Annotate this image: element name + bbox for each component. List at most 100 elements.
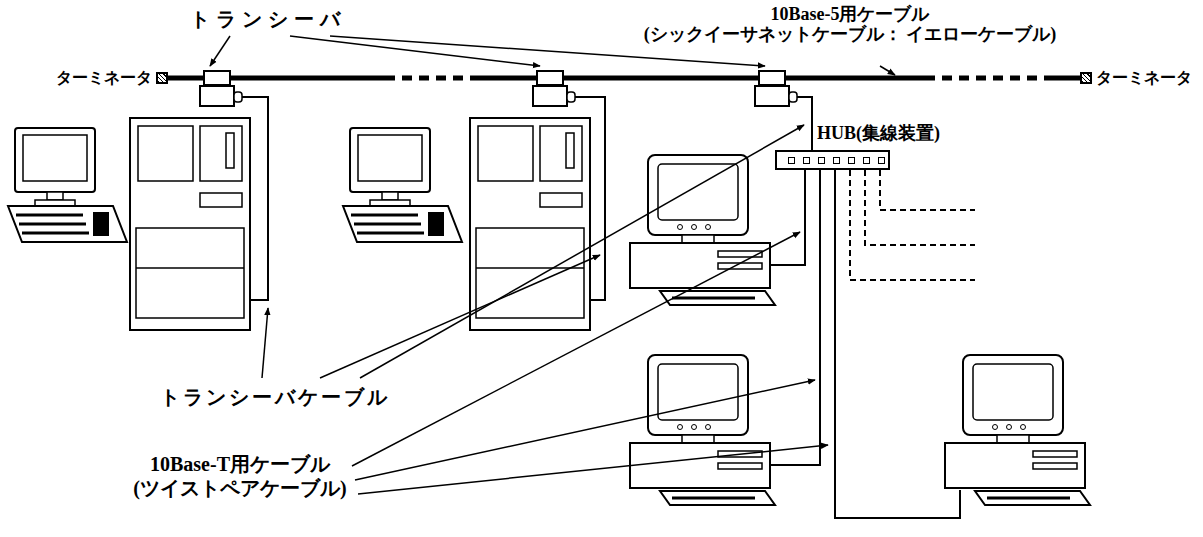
hub-port <box>878 157 885 164</box>
hub-port <box>848 157 855 164</box>
key-row <box>357 232 424 235</box>
monitor-neck <box>47 192 63 200</box>
drive-slot <box>540 193 582 207</box>
system-unit <box>630 443 770 488</box>
screen <box>973 364 1053 420</box>
terminator-label: ターミネータ <box>1096 68 1192 88</box>
tower-panel <box>540 126 582 181</box>
leader-arrow <box>880 66 895 75</box>
twisted-pair-cable <box>770 170 805 265</box>
transceiver <box>755 71 797 106</box>
transceiver-body <box>200 86 234 106</box>
cable-label: 10Base-5用ケーブル (シックイーサネットケーブル： イエローケーブル) <box>640 4 1060 44</box>
tower-panel <box>478 126 533 181</box>
tower-panel <box>138 126 193 181</box>
screen <box>23 135 87 181</box>
monitor <box>648 355 748 435</box>
transceiver <box>200 71 242 106</box>
monitor <box>350 128 430 192</box>
key-row <box>672 497 755 500</box>
twisted-pair-cable <box>835 170 960 518</box>
monitor-button <box>1007 425 1012 430</box>
monitor-button <box>993 425 998 430</box>
tower-lower <box>476 228 584 318</box>
monitor-neck <box>382 192 398 200</box>
terminator-box <box>1080 72 1092 84</box>
leader-arrow <box>358 445 828 494</box>
drive-slot <box>566 133 574 168</box>
leader-arrow <box>290 36 540 66</box>
cable-gap <box>925 71 1045 85</box>
keyboard <box>660 491 775 505</box>
hub-port <box>818 157 825 164</box>
twisted-pair-cable <box>770 170 820 465</box>
transceiver-body <box>755 86 789 106</box>
keyboard <box>8 206 127 242</box>
transceiver-plug <box>234 92 242 102</box>
monitor-button <box>692 225 697 230</box>
keyboard <box>975 491 1090 505</box>
leader-arrow <box>352 232 800 466</box>
key-row <box>987 497 1070 500</box>
monitor-neck <box>997 435 1029 443</box>
part-label: トランシーバ <box>190 6 390 32</box>
workstation <box>343 118 590 330</box>
monitor-neck <box>682 435 714 443</box>
monitor-button <box>692 425 697 430</box>
system-unit <box>945 443 1085 488</box>
terminator: ターミネータ <box>56 68 168 88</box>
drive-slot <box>718 463 762 469</box>
drive-slot <box>1033 451 1077 457</box>
hub-box: HUB(集線装置) <box>775 150 890 170</box>
system-unit <box>630 243 770 288</box>
drive-slot <box>200 193 242 207</box>
personal-computer <box>945 355 1090 505</box>
key-row <box>22 232 89 235</box>
key-row <box>354 223 421 226</box>
tower-line <box>136 267 244 269</box>
cable-gap <box>385 71 480 85</box>
terminator: ターミネータ <box>1080 68 1192 88</box>
keypad <box>428 212 444 236</box>
personal-computer <box>630 355 775 505</box>
monitor-button <box>678 425 683 430</box>
twisted-pair-cable <box>865 170 975 245</box>
keyboard <box>660 291 775 305</box>
monitor-button <box>706 425 711 430</box>
transceiver-body <box>533 86 567 106</box>
key-row <box>672 297 755 300</box>
leader-arrow <box>210 36 230 66</box>
transceiver-clamp <box>537 71 563 85</box>
drive-slot <box>226 133 234 168</box>
leader-arrow <box>262 308 268 378</box>
monitor-button <box>678 225 683 230</box>
tower <box>130 118 250 330</box>
monitor-neck <box>682 235 714 243</box>
transceiver-cable <box>797 97 812 150</box>
hub-port <box>803 157 810 164</box>
transceiver-plug <box>789 92 797 102</box>
key-row <box>16 214 83 217</box>
leader-arrow <box>355 380 815 480</box>
key-row <box>19 223 86 226</box>
screen <box>658 164 738 220</box>
screen <box>358 135 422 181</box>
transceiver-clamp <box>204 71 230 85</box>
workstation <box>8 118 250 330</box>
tower-panel <box>200 126 242 181</box>
cable-dashed <box>385 76 480 81</box>
thick-ethernet-cable <box>168 76 1080 81</box>
terminator-label: ターミネータ <box>56 68 152 88</box>
monitor <box>15 128 95 192</box>
terminator-box <box>156 72 168 84</box>
transceiver-plug <box>567 92 575 102</box>
transceiver <box>533 71 575 106</box>
twisted-pair-cable <box>880 170 975 210</box>
keypad <box>93 212 109 236</box>
cable-dashed <box>925 76 1045 81</box>
cable-label: トランシーバケーブル <box>160 384 440 410</box>
hub-label: HUB(集線装置) <box>817 122 940 144</box>
keyboard <box>343 206 462 242</box>
leader-arrow <box>360 125 804 378</box>
tower-lower <box>136 228 244 318</box>
